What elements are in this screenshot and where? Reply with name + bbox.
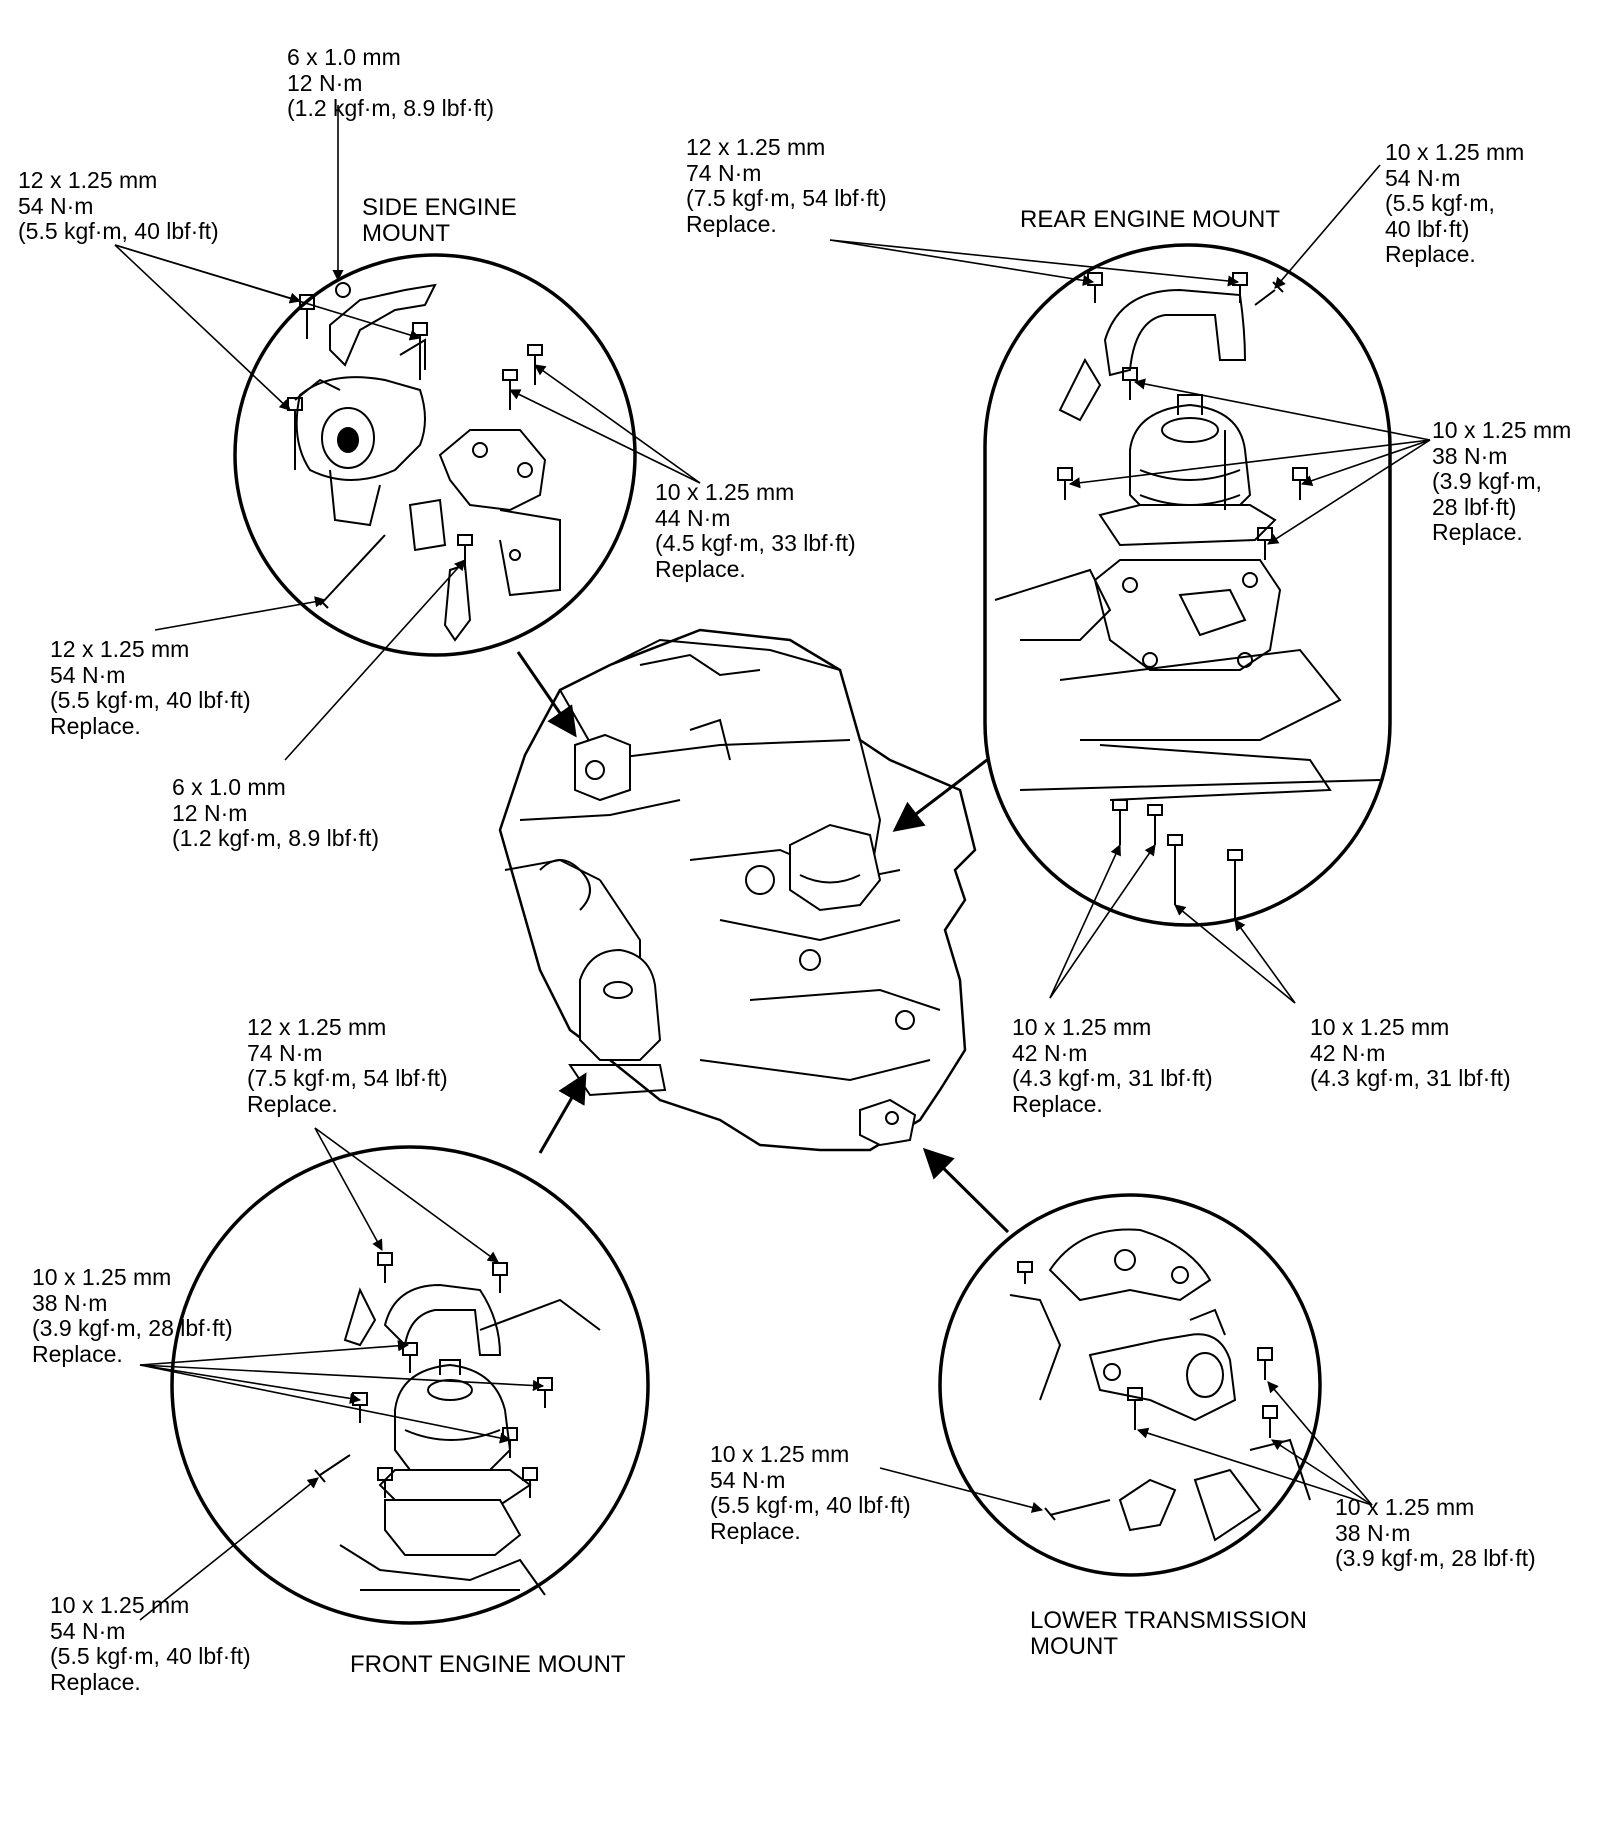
engine-assembly (498, 628, 977, 1152)
rear-engine-mount-detail (983, 243, 1392, 927)
rear-engine-mount-title: REAR ENGINE MOUNT (1020, 206, 1281, 233)
front-engine-mount-detail (170, 1145, 650, 1625)
front-engine-mount-title: FRONT ENGINE MOUNT (350, 1651, 626, 1678)
side-engine-mount-detail (233, 253, 637, 657)
lower-transmission-mount-detail (938, 1193, 1322, 1577)
assembly-arrows (516, 651, 1010, 1234)
leader-lines (114, 105, 1431, 1621)
